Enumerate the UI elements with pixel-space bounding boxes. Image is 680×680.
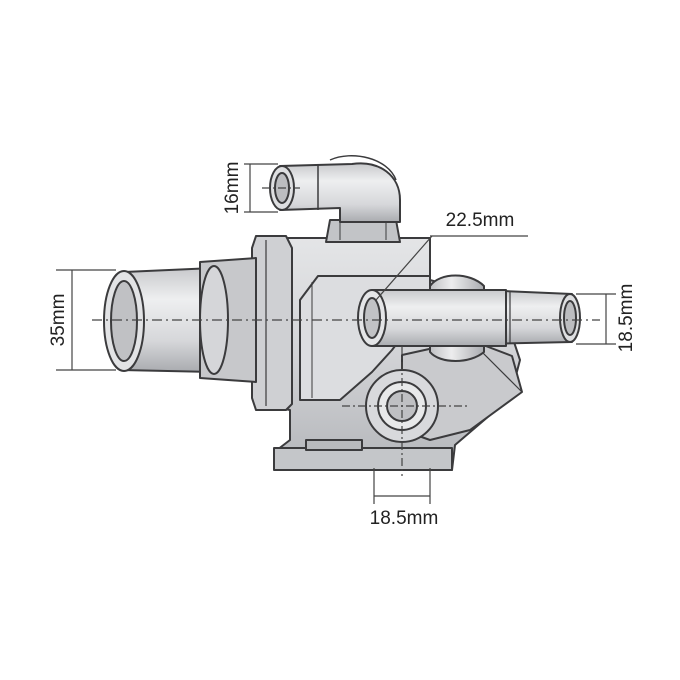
top-elbow-outlet [269,155,401,223]
dimension-lines [56,163,616,504]
dim-label-bottom-outlet: 18.5mm [370,508,439,529]
right-outlet [357,274,581,362]
dim-label-left-outlet: 35mm [48,294,69,347]
dim-label-right-outlet: 18.5mm [616,284,637,353]
dim-label-angled-outlet: 22.5mm [446,210,515,231]
dim-label-top-outlet: 16mm [222,162,243,215]
